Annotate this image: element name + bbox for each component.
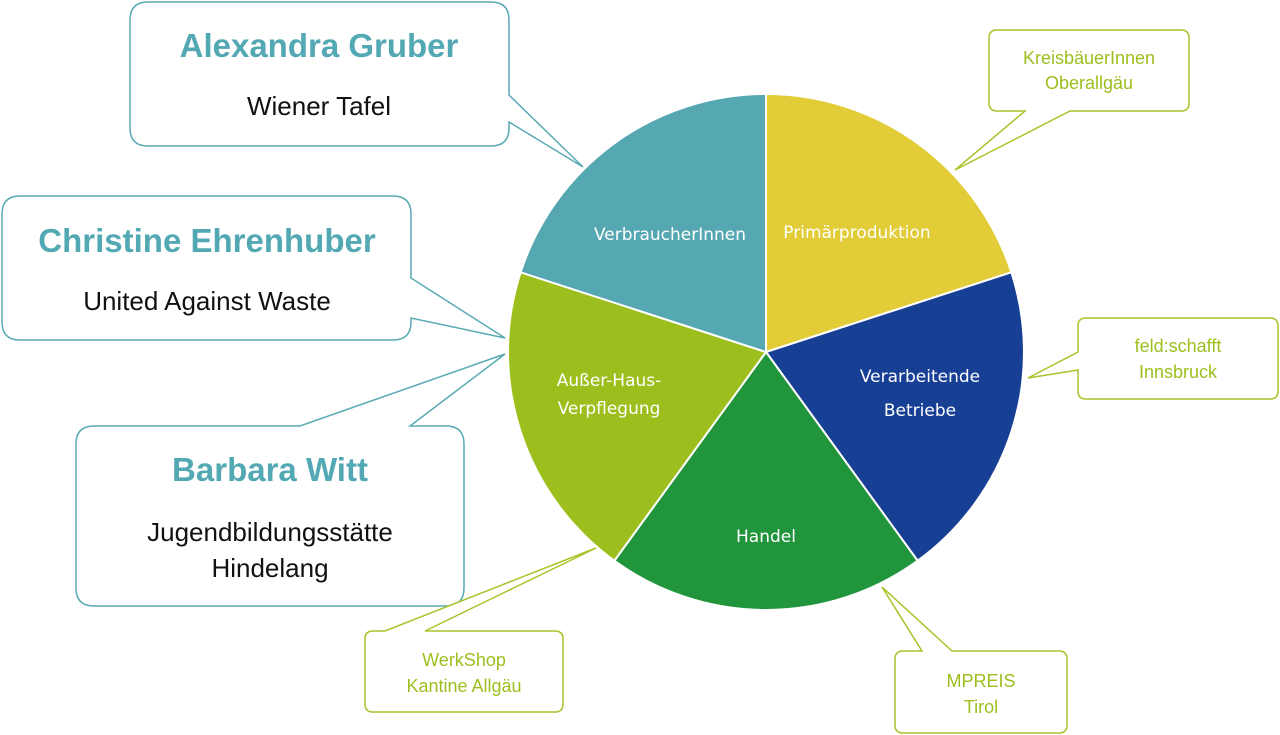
callout-bubble <box>364 547 597 713</box>
callout-line2: Oberallgäu <box>1045 73 1133 93</box>
callout-org: United Against Waste <box>83 286 331 316</box>
slice-handel <box>612 350 920 611</box>
callout-name: Alexandra Gruber <box>180 27 459 64</box>
slice-verarbeitende-betriebe <box>764 271 1025 563</box>
label-ausser-haus-line1: Außer-Haus- <box>557 371 662 391</box>
callout-line2: Tirol <box>964 697 998 717</box>
callout-alexandra-gruber: Alexandra Gruber Wiener Tafel <box>129 1 584 168</box>
callout-werkshop: WerkShop Kantine Allgäu <box>364 547 597 713</box>
callout-line1: MPREIS <box>946 671 1015 691</box>
label-ausser-haus-line2: Verpflegung <box>558 399 661 419</box>
callout-line1: WerkShop <box>422 650 506 670</box>
callout-name: Barbara Witt <box>172 451 368 488</box>
callout-line1: feld:schafft <box>1135 336 1222 356</box>
callout-barbara-witt: Barbara Witt Jugendbildungsstätte Hindel… <box>75 353 506 607</box>
callout-bubble <box>129 1 584 168</box>
slice-ausser-haus-verpflegung <box>507 271 768 563</box>
callout-line2: Kantine Allgäu <box>406 676 521 696</box>
callout-bubble <box>881 586 1068 734</box>
callout-kreisbaeuerinnen: KreisbäuerInnen Oberallgäu <box>954 29 1190 171</box>
slice-verbraucherinnen <box>519 92 767 354</box>
label-verarbeitende-line2: Betriebe <box>884 401 956 421</box>
callout-christine-ehrenhuber: Christine Ehrenhuber United Against Wast… <box>1 195 506 341</box>
slice-primaerproduktion <box>765 92 1013 354</box>
label-verbraucherinnen: VerbraucherInnen <box>594 225 746 245</box>
callout-mpreis: MPREIS Tirol <box>881 586 1068 734</box>
callout-bubble <box>954 29 1190 171</box>
callout-name: Christine Ehrenhuber <box>38 222 376 259</box>
label-verarbeitende-line1: Verarbeitende <box>860 367 980 387</box>
callout-org: Wiener Tafel <box>247 91 391 121</box>
callout-line2: Innsbruck <box>1139 362 1218 382</box>
callout-feldschafft: feld:schafft Innsbruck <box>1027 317 1279 400</box>
pie-chart <box>507 92 1025 611</box>
label-handel: Handel <box>736 527 796 547</box>
callout-org-line2: Hindelang <box>211 553 328 583</box>
callout-line1: KreisbäuerInnen <box>1023 48 1155 68</box>
label-primaerproduktion: Primärproduktion <box>783 223 930 243</box>
callout-bubble <box>1 195 506 341</box>
callout-bubble <box>1027 317 1279 400</box>
callout-org-line1: Jugendbildungsstätte <box>147 517 393 547</box>
